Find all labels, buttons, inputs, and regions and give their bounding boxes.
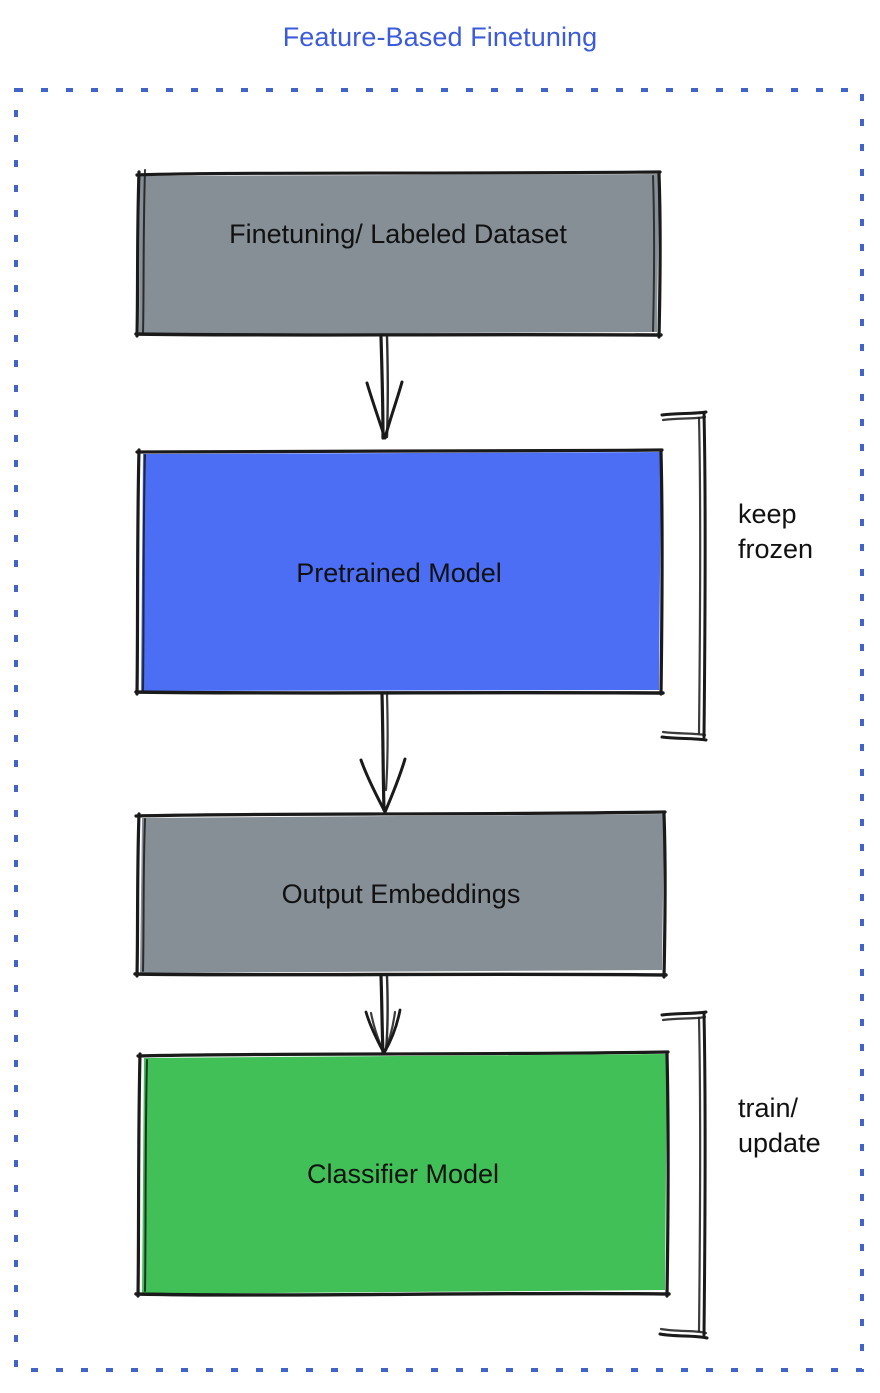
annotation-train-update: train/ update xyxy=(738,1093,821,1158)
node-edge-bottom xyxy=(133,972,668,977)
node-edge-left-2 xyxy=(142,169,146,334)
node-output-embeddings[interactable] xyxy=(133,810,668,979)
node-edge-right xyxy=(659,450,664,696)
bracket-keep-frozen xyxy=(660,410,708,742)
node-edge-bottom xyxy=(134,332,663,337)
node-edge-top xyxy=(134,810,667,818)
node-edge-right xyxy=(665,1052,670,1298)
node-finetuning-dataset[interactable] xyxy=(134,169,663,339)
node-edge-right xyxy=(657,172,662,339)
annotation-keep-frozen: keep frozen xyxy=(738,499,814,564)
node-fill xyxy=(141,452,661,691)
node-fill xyxy=(142,1054,667,1294)
arrow-embeddings-to-classifier xyxy=(364,974,402,1055)
arrow-dataset-to-pretrained xyxy=(365,335,404,440)
node-edge-right xyxy=(662,812,667,979)
node-edge-top xyxy=(136,1050,670,1058)
node-edge-bottom xyxy=(134,690,665,695)
node-edge-left-2 xyxy=(142,454,146,691)
node-edge-bottom xyxy=(134,1291,671,1297)
node-edge-top xyxy=(135,448,664,454)
arrow-pretrained-to-embeddings xyxy=(359,692,407,814)
node-fill xyxy=(140,814,664,973)
node-edge-left-2 xyxy=(142,818,146,972)
node-edge-left xyxy=(135,812,141,978)
node-edge-right-2 xyxy=(652,175,656,332)
bracket-train-update xyxy=(658,1010,709,1340)
node-classifier-model[interactable] xyxy=(134,1050,671,1298)
node-edge-left-2 xyxy=(144,1059,148,1292)
page-title: Feature-Based Finetuning xyxy=(282,22,598,52)
node-edge-left xyxy=(135,170,141,338)
node-fill xyxy=(139,174,659,334)
node-edge-top xyxy=(135,170,662,177)
node-pretrained-model[interactable] xyxy=(134,448,665,696)
node-edge-left xyxy=(135,448,141,696)
node-edge-left xyxy=(136,1052,142,1298)
